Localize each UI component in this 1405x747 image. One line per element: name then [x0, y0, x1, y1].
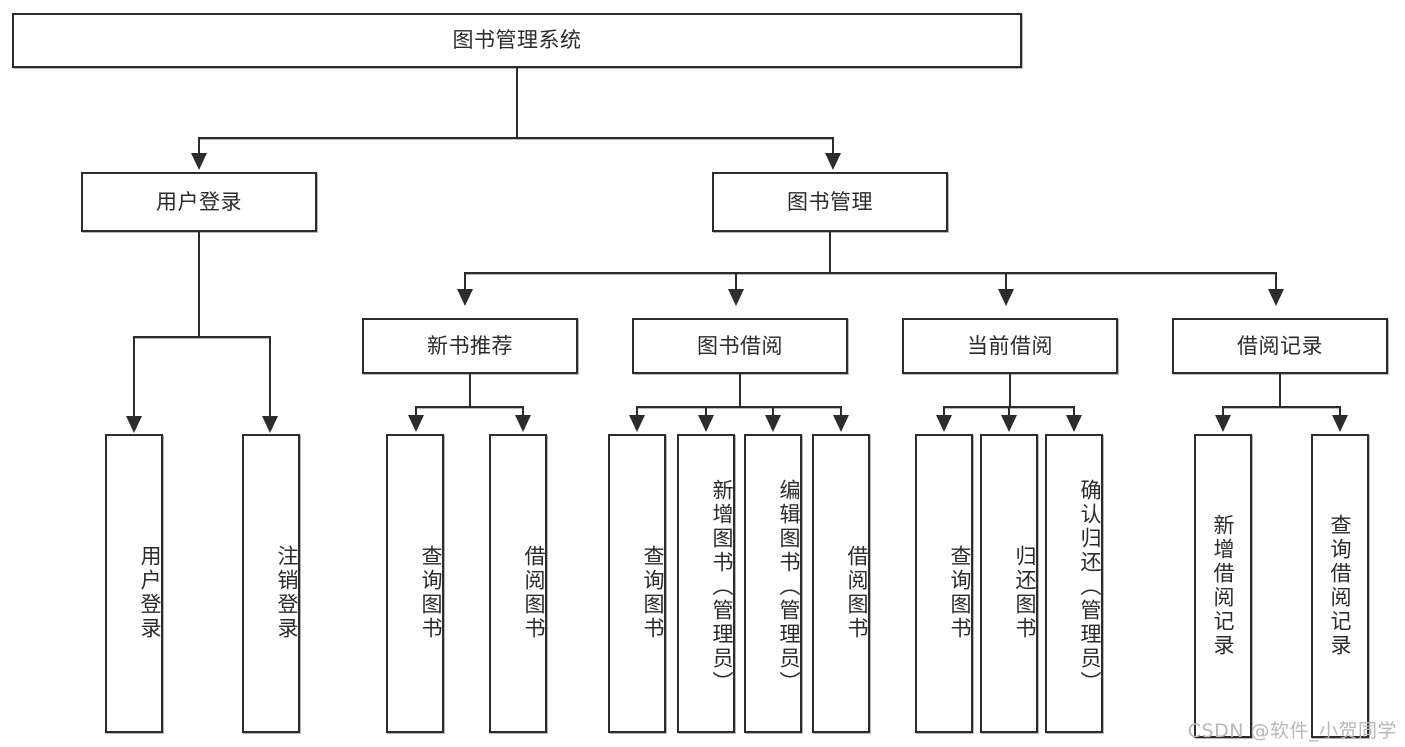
arrow-bb-leaf-4: [833, 415, 849, 432]
leaf-current-borrow-confirm-return-admin[interactable]: 确认归还（管理员）: [1045, 434, 1103, 733]
node-user-login[interactable]: 用户登录: [81, 172, 317, 232]
connector-bm-drop-4: [1275, 272, 1277, 290]
connector-new-book-drop-2: [522, 406, 524, 417]
arrow-root-to-book-management: [825, 153, 841, 170]
arrow-cb-leaf-2: [1001, 415, 1017, 432]
connector-bm-drop-3: [1005, 272, 1007, 290]
connector-root-to-user-login: [198, 137, 200, 155]
arrow-cb-leaf-1: [936, 415, 952, 432]
node-new-book-recommend[interactable]: 新书推荐: [362, 318, 578, 374]
leaf-book-borrow-query-book[interactable]: 查询图书: [608, 434, 666, 733]
connector-bb-drop-1: [636, 406, 638, 417]
connector-root-stem: [516, 68, 518, 138]
node-current-borrow[interactable]: 当前借阅: [902, 318, 1118, 374]
arrow-bm-to-borrow-record: [1268, 289, 1284, 306]
arrow-bm-to-book-borrow: [728, 289, 744, 306]
arrow-cb-leaf-3: [1066, 415, 1082, 432]
leaf-user-login-logout[interactable]: 注销登录: [242, 434, 300, 733]
leaf-book-borrow-add-book-admin[interactable]: 新增图书（管理员）: [677, 434, 735, 733]
connector-book-management-stem: [829, 232, 831, 274]
connector-new-book-bar: [415, 406, 524, 408]
connector-bm-drop-2: [735, 272, 737, 290]
connector-bb-drop-2: [705, 406, 707, 417]
arrow-new-book-leaf-1: [408, 415, 424, 432]
connector-book-borrow-stem: [739, 374, 741, 408]
leaf-borrow-record-add-record[interactable]: 新增借阅记录: [1194, 434, 1252, 738]
leaf-book-borrow-edit-book-admin[interactable]: 编辑图书（管理员）: [744, 434, 802, 733]
arrow-new-book-leaf-2: [515, 415, 531, 432]
leaf-book-borrow-borrow-book[interactable]: 借阅图书: [812, 434, 870, 733]
arrow-br-leaf-1: [1215, 415, 1231, 432]
arrow-user-login-leaf-1: [126, 416, 142, 433]
leaf-borrow-record-query-record[interactable]: 查询借阅记录: [1311, 434, 1369, 738]
connector-user-login-left-drop: [133, 336, 135, 418]
connector-br-drop-1: [1222, 406, 1224, 417]
connector-borrow-record-stem: [1279, 374, 1281, 408]
connector-bb-drop-3: [772, 406, 774, 417]
connector-book-borrow-bar: [636, 406, 842, 408]
node-root-book-management-system[interactable]: 图书管理系统: [12, 13, 1022, 68]
connector-current-borrow-stem: [1009, 374, 1011, 408]
arrow-user-login-leaf-2: [262, 416, 278, 433]
leaf-new-book-borrow-book[interactable]: 借阅图书: [489, 434, 547, 733]
arrow-br-leaf-2: [1332, 415, 1348, 432]
connector-cb-drop-1: [943, 406, 945, 417]
connector-book-management-bar: [464, 272, 1276, 274]
connector-user-login-right-drop: [269, 336, 271, 418]
connector-br-drop-2: [1339, 406, 1341, 417]
connector-borrow-record-bar: [1222, 406, 1341, 408]
leaf-user-login-login[interactable]: 用户登录: [105, 434, 163, 733]
connector-user-login-bar: [133, 336, 270, 338]
connector-bb-drop-4: [840, 406, 842, 417]
leaf-new-book-query-book[interactable]: 查询图书: [386, 434, 444, 733]
connector-cb-drop-2: [1008, 406, 1010, 417]
node-book-borrow[interactable]: 图书借阅: [632, 318, 848, 374]
connector-bm-drop-1: [464, 272, 466, 290]
arrow-bb-leaf-1: [629, 415, 645, 432]
connector-user-login-stem: [198, 232, 200, 337]
arrow-root-to-user-login: [191, 153, 207, 170]
csdn-watermark: CSDN @软件_小贺同学: [1187, 720, 1397, 742]
arrow-bb-leaf-3: [765, 415, 781, 432]
connector-new-book-stem: [469, 374, 471, 408]
leaf-current-borrow-query-book[interactable]: 查询图书: [915, 434, 973, 733]
arrow-bb-leaf-2: [698, 415, 714, 432]
node-book-management[interactable]: 图书管理: [712, 172, 948, 232]
arrow-bm-to-new-book: [457, 289, 473, 306]
node-borrow-record[interactable]: 借阅记录: [1172, 318, 1388, 374]
connector-root-bar: [198, 137, 834, 139]
leaf-current-borrow-return-book[interactable]: 归还图书: [980, 434, 1038, 733]
arrow-bm-to-current-borrow: [998, 289, 1014, 306]
connector-cb-drop-3: [1073, 406, 1075, 417]
connector-new-book-drop-1: [415, 406, 417, 417]
connector-root-to-book-management: [832, 137, 834, 155]
